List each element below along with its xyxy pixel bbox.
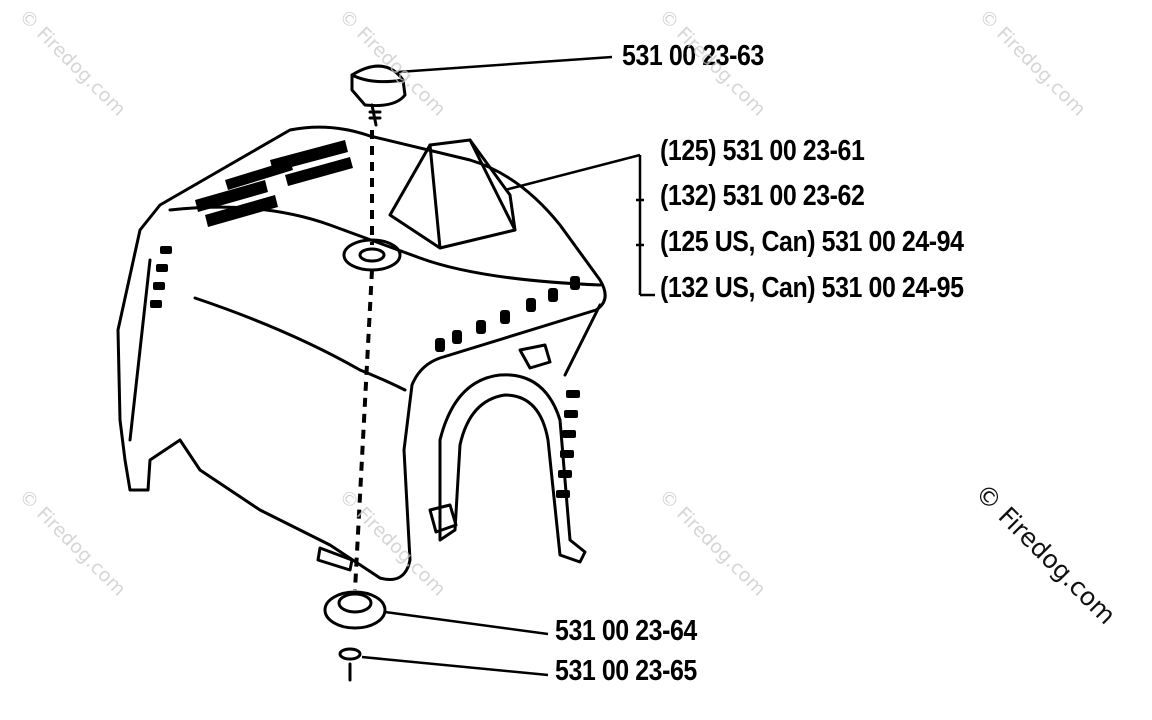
label-cover-132-us: (132 US, Can) 531 00 24-95 (660, 272, 964, 304)
leader-washer (361, 655, 549, 677)
leader-knob (397, 55, 613, 74)
label-cover-132: (132) 531 00 23-62 (660, 180, 865, 212)
leader-grommet (384, 610, 549, 636)
bracket-cover (636, 155, 655, 297)
label-cover-125: (125) 531 00 23-61 (660, 135, 865, 167)
side-vents (150, 246, 580, 498)
arch-opening (438, 373, 587, 564)
label-knob: 531 00 23-63 (622, 40, 764, 72)
leader-cover (504, 153, 641, 192)
bottom-crop (540, 686, 780, 720)
knob-part (350, 64, 407, 127)
assembly-axis (353, 130, 374, 591)
label-cover-125-us: (125 US, Can) 531 00 24-94 (660, 226, 964, 258)
label-washer: 531 00 23-65 (555, 655, 697, 687)
grommet-part (323, 590, 387, 630)
washer-part (338, 647, 362, 661)
label-grommet: 531 00 23-64 (555, 615, 697, 647)
top-vents (195, 140, 353, 227)
